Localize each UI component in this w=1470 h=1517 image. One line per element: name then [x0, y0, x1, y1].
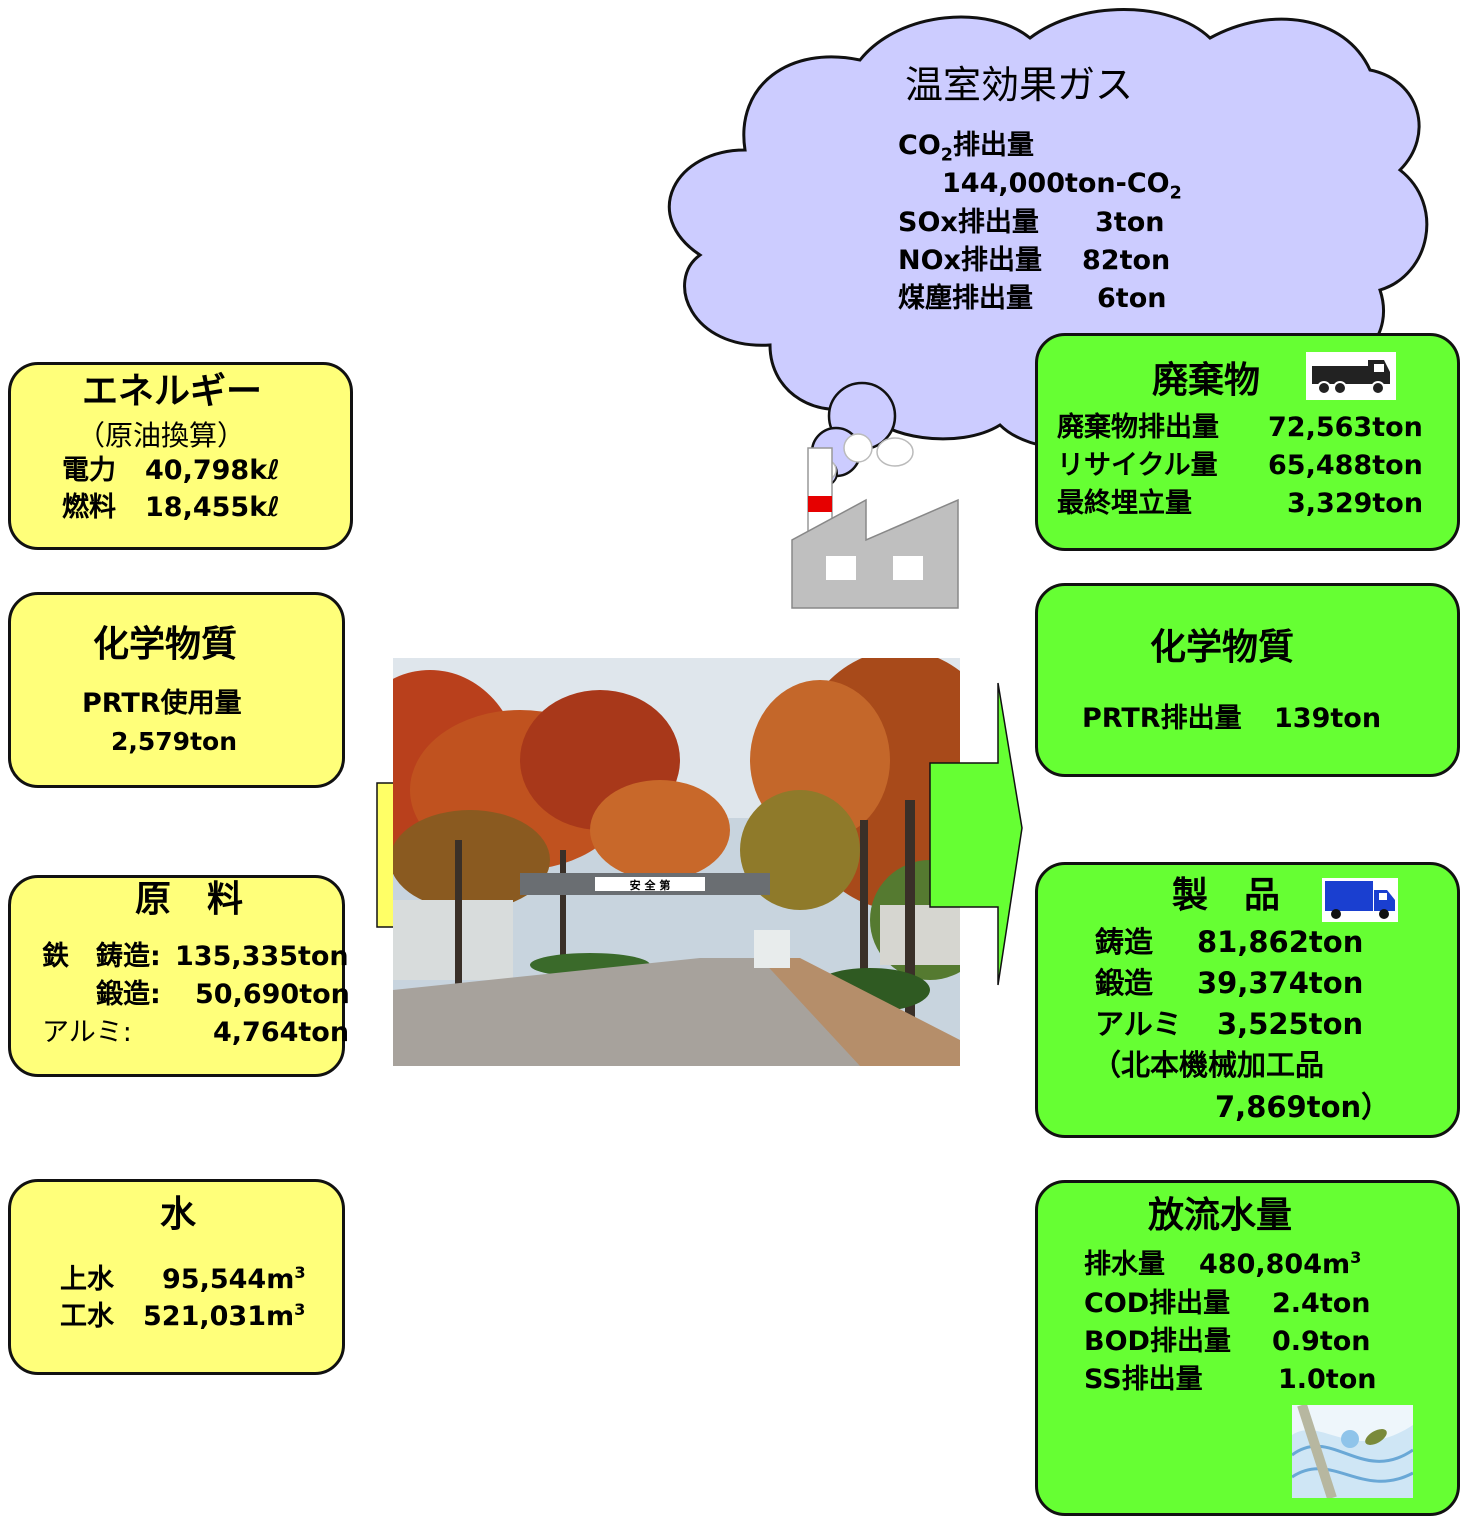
product-title: 製 品 [1172, 875, 1281, 916]
waste-value-emission: 72,563ton [1268, 412, 1423, 443]
product-label-casting: 鋳造 [1095, 925, 1154, 959]
river-fish-icon [1292, 1405, 1413, 1498]
energy-box [8, 362, 353, 550]
nox-label: NOx排出量 [898, 245, 1042, 276]
water-industrial-label: 工水 [60, 1301, 114, 1332]
water-input-box [8, 1179, 345, 1375]
raw-aluminum-value: 4,764ton [213, 1017, 350, 1048]
soot-value: 6ton [1097, 283, 1167, 314]
product-note-line1: （北本機械加工品 [1092, 1048, 1325, 1082]
nox-value: 82ton [1082, 245, 1171, 276]
bod-value: 0.9ton [1272, 1326, 1371, 1357]
cod-label: COD排出量 [1084, 1288, 1231, 1319]
waste-label-recycle: リサイクル量 [1057, 450, 1218, 481]
drain-label: 排水量 [1084, 1249, 1165, 1280]
ghg-title: 温室効果ガス [905, 63, 1134, 107]
energy-subtitle: （原油換算） [77, 419, 246, 452]
delivery-truck-icon [1322, 878, 1398, 922]
sox-label: SOx排出量 [898, 207, 1039, 238]
raw-material-box [8, 875, 345, 1077]
soot-label: 煤塵排出量 [898, 283, 1033, 314]
water-tap-value: 95,544m3 [162, 1263, 306, 1295]
prtr-emission-label: PRTR排出量 [1082, 703, 1242, 734]
factory-street-photo [393, 658, 960, 1066]
dump-truck-icon [1306, 352, 1396, 400]
water-input-title: 水 [160, 1194, 197, 1235]
raw-iron-label: 鉄 [42, 941, 69, 972]
cod-value: 2.4ton [1272, 1288, 1371, 1319]
discharge-water-title: 放流水量 [1148, 1195, 1293, 1236]
product-label-forging: 鍛造 [1095, 966, 1154, 1000]
prtr-usage-label: PRTR使用量 [82, 688, 242, 719]
product-label-aluminum: アルミ [1095, 1007, 1182, 1041]
raw-casting-label: 鋳造: [96, 941, 161, 972]
raw-forging-value: 50,690ton [195, 979, 350, 1010]
photo-sign-text: 安 全 第 [630, 878, 671, 892]
energy-value-fuel: 18,455kℓ [145, 492, 280, 523]
energy-label-electricity: 電力 [62, 455, 116, 486]
prtr-usage-value: 2,579ton [111, 727, 238, 756]
bod-label: BOD排出量 [1084, 1326, 1231, 1357]
water-tap-label: 上水 [60, 1264, 114, 1295]
energy-label-fuel: 燃料 [62, 492, 116, 523]
water-industrial-value: 521,031m3 [143, 1300, 306, 1332]
waste-value-recycle: 65,488ton [1268, 450, 1423, 481]
prtr-emission-value: 139ton [1274, 703, 1382, 734]
ss-value: 1.0ton [1278, 1364, 1377, 1395]
chemical-input-box [8, 592, 345, 788]
sox-value: 3ton [1095, 207, 1165, 238]
waste-title: 廃棄物 [1152, 360, 1261, 401]
product-value-casting: 81,862ton [1197, 925, 1364, 959]
co2-value: 144,000ton-CO2 [942, 168, 1182, 204]
factory-icon [791, 433, 959, 609]
product-value-aluminum: 3,525ton [1217, 1007, 1364, 1041]
product-note-line2: 7,869ton） [1215, 1090, 1391, 1124]
co2-label: CO2排出量 [898, 130, 1034, 166]
waste-value-landfill: 3,329ton [1287, 488, 1424, 519]
chemical-output-box [1035, 583, 1460, 777]
product-value-forging: 39,374ton [1197, 966, 1364, 1000]
raw-aluminum-label: アルミ: [42, 1017, 132, 1048]
output-arrow [929, 682, 1023, 986]
raw-casting-value: 135,335ton [175, 941, 349, 972]
ss-label: SS排出量 [1084, 1364, 1203, 1395]
raw-forging-label: 鍛造: [96, 979, 161, 1010]
drain-value: 480,804m3 [1199, 1248, 1362, 1280]
chemical-output-title: 化学物質 [1150, 627, 1295, 668]
chemical-input-title: 化学物質 [93, 624, 238, 665]
energy-value-electricity: 40,798kℓ [145, 455, 280, 486]
waste-label-landfill: 最終埋立量 [1057, 488, 1192, 519]
raw-material-title: 原 料 [135, 879, 244, 920]
energy-title: エネルギー [82, 371, 263, 412]
waste-label-emission: 廃棄物排出量 [1057, 412, 1219, 443]
